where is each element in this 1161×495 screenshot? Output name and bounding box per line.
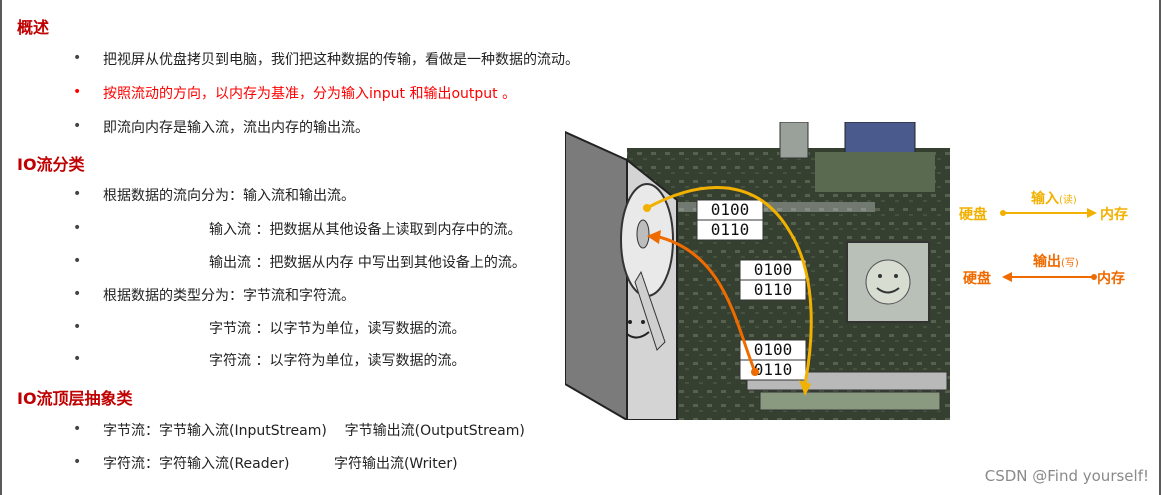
top-item-1: 字节流：字节输入流(InputStream) 字节输出流(OutputStrea… <box>103 423 525 439</box>
overview-item-2: 按照流动的方向，以内存为基准，分为输入input 和输出output 。 <box>103 86 517 102</box>
bullet-marker: • <box>73 50 82 66</box>
bits-panel-3: 0100 0110 <box>739 339 807 381</box>
chipset-area <box>815 152 935 192</box>
overview-item-3: 即流向内存是输入流，流出内存的输出流。 <box>103 120 369 136</box>
overview-item-1: 把视屏从优盘拷贝到电脑，我们把这种数据的传输，看做是一种数据的流动。 <box>103 52 579 68</box>
legend-input-label: 输入(读) <box>1031 188 1077 208</box>
watermark: CSDN @Find yourself! <box>984 467 1149 485</box>
top-item-2: 字符流：字符输入流(Reader) 字符输出流(Writer) <box>103 456 458 472</box>
class-item-6: 字符流 ：以字符为单位，读写数据的流。 <box>209 353 466 369</box>
legend-output-memory: 内存 <box>1097 271 1125 287</box>
io-illustration: 0100 0110 0100 0110 0100 0110 <box>565 122 950 420</box>
heading-overview: 概述 <box>17 18 50 37</box>
bullet-marker: • <box>73 319 82 335</box>
read-label: (读) <box>1059 195 1077 206</box>
class-item-3: 输出流 ：把数据从内存 中写出到其他设备上的流。 <box>209 255 526 271</box>
bullet-marker: • <box>73 84 82 100</box>
bits-text: 0110 <box>754 360 793 379</box>
class-item-5: 字节流 ：以字节为单位，读写数据的流。 <box>209 321 466 337</box>
bullet-marker: • <box>73 454 82 470</box>
legend-output-arrow <box>1002 272 1097 282</box>
bits-text: 0100 <box>754 260 793 279</box>
class-item-1: 根据数据的流向分为：输入流和输出流。 <box>103 188 355 204</box>
legend-input-arrow <box>1000 208 1097 218</box>
legend-input-memory: 内存 <box>1100 207 1128 223</box>
bullet-marker: • <box>73 186 82 202</box>
cpu-face <box>865 259 911 305</box>
bullet-marker: • <box>73 220 82 236</box>
input-arrow <box>646 186 813 385</box>
bullet-marker: • <box>73 421 82 437</box>
bits-text: 0110 <box>754 280 793 299</box>
class-item-4: 根据数据的类型分为：字节流和字符流。 <box>103 288 355 304</box>
bullet-marker: • <box>73 253 82 269</box>
bits-text: 0100 <box>711 200 750 219</box>
heading-io-classification: IO流分类 <box>17 155 85 174</box>
legend-input-disk: 硬盘 <box>959 207 987 223</box>
bullet-marker: • <box>73 286 82 302</box>
legend-output-disk: 硬盘 <box>963 271 991 287</box>
usb-port <box>779 122 809 159</box>
output-arrow <box>654 234 757 373</box>
bits-panel-2: 0100 0110 <box>739 259 807 301</box>
bits-text: 0110 <box>711 220 750 239</box>
bits-panel-1: 0100 0110 <box>696 199 764 241</box>
bullet-marker: • <box>73 118 82 134</box>
motherboard-illustration: 0100 0110 0100 0110 0100 0110 <box>565 122 950 420</box>
right-border <box>1159 0 1161 495</box>
input-label-text: 输入 <box>1031 191 1059 207</box>
bits-text: 0100 <box>754 340 793 359</box>
heading-io-top-abstract: IO流顶层抽象类 <box>17 389 133 408</box>
disk-arm <box>634 270 666 351</box>
left-border <box>0 0 2 495</box>
class-item-2: 输入流 ：把数据从其他设备上读取到内存中的流。 <box>209 222 522 238</box>
bullet-marker: • <box>73 351 82 367</box>
legend-output-label: 输出(写) <box>1033 251 1079 271</box>
output-label-text: 输出 <box>1033 254 1061 270</box>
hard-disk <box>565 130 628 420</box>
write-label: (写) <box>1061 258 1079 269</box>
